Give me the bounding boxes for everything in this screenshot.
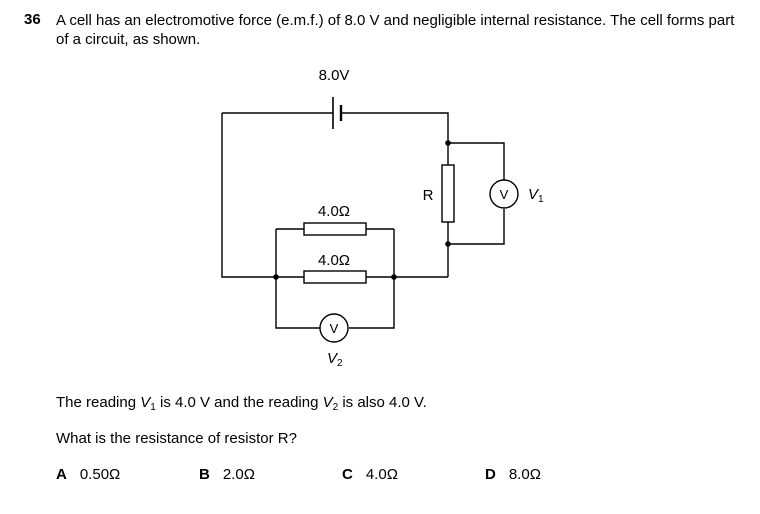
wire-left (221, 113, 276, 278)
resistor-bottom (303, 270, 367, 284)
wire-v1-top (448, 142, 505, 180)
voltmeter2-label: V2 (327, 350, 343, 369)
voltmeter2-symbol: V (330, 321, 339, 336)
junction-dot (445, 140, 451, 146)
resistor-bottom-label: 4.0Ω (318, 252, 350, 269)
wire-parallel-right (349, 229, 395, 329)
voltmeter1-label: V1 (528, 186, 544, 205)
resistor-r (441, 164, 455, 223)
question-number: 36 (24, 11, 41, 28)
resistor-top-label: 4.0Ω (318, 203, 350, 220)
readings-statement: The reading V1 is 4.0 V and the reading … (56, 394, 427, 413)
voltmeter-v2 (319, 313, 349, 343)
cell-label: 8.0V (319, 67, 350, 84)
resistor-r-label: R (423, 187, 434, 204)
junction-dot (445, 241, 451, 247)
resistor-top (303, 222, 367, 236)
wire-top-right (341, 112, 449, 143)
question-prompt: What is the resistance of resistor R? (56, 430, 297, 447)
wire-v1-bottom (448, 209, 505, 245)
junction-dot (391, 274, 397, 280)
wire-parallel-left (275, 229, 320, 329)
question-stem: A cell has an electromotive force (e.m.f… (56, 12, 735, 48)
voltmeter1-symbol: V (500, 187, 509, 202)
voltmeter-v1 (489, 179, 519, 209)
junction-dot (273, 274, 279, 280)
